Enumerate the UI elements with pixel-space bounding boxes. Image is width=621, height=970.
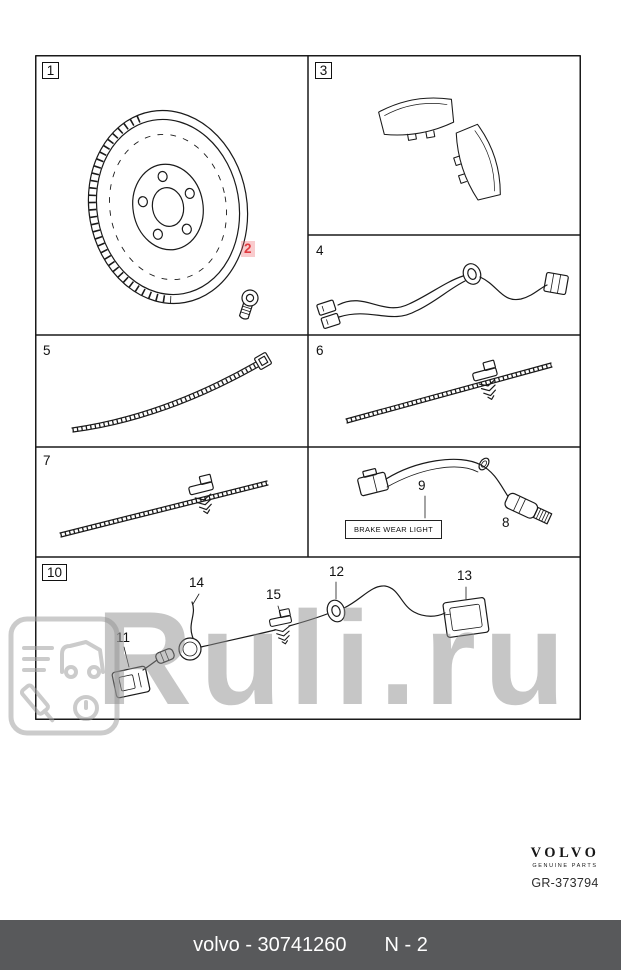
callout-15[interactable]: 15 [266, 587, 282, 602]
cable-tie-drawing [71, 352, 272, 433]
brake-wear-light-label: BRAKE WEAR LIGHT [345, 520, 442, 539]
volvo-logo: VOLVO [530, 845, 600, 861]
callout-11[interactable]: 11 [116, 630, 131, 645]
callout-1[interactable]: 1 [42, 62, 59, 79]
callout-8[interactable]: 8 [502, 515, 510, 530]
mounting-bolt-drawing [238, 289, 259, 320]
callout-10[interactable]: 10 [42, 564, 67, 581]
callout-3[interactable]: 3 [315, 62, 332, 79]
callout-7[interactable]: 7 [43, 453, 51, 468]
brake-pads-drawing [377, 92, 507, 206]
callout-13[interactable]: 13 [457, 568, 473, 583]
brand-block: VOLVO GENUINE PARTS GR-373794 [525, 845, 605, 890]
sensor-harness-drawing [316, 263, 569, 330]
callout-14[interactable]: 14 [189, 575, 205, 590]
tie-clip-drawing-6 [345, 359, 553, 424]
abs-harness-drawing [111, 581, 490, 699]
footer-page-number: N - 2 [384, 933, 428, 956]
tie-clip-drawing-7 [59, 473, 269, 538]
drawing-reference: GR-373794 [531, 876, 599, 890]
footer-part-number: volvo - 30741260 [193, 933, 347, 956]
callout-6[interactable]: 6 [316, 343, 324, 358]
volvo-logo-subtitle: GENUINE PARTS [532, 863, 598, 869]
callout-9[interactable]: 9 [418, 478, 426, 493]
callout-5[interactable]: 5 [43, 343, 51, 358]
parts-diagram: 1 2 3 4 5 6 7 8 9 10 11 12 13 14 15 BRAK… [35, 55, 581, 720]
wear-sensor-drawing [357, 457, 553, 525]
brake-disc-drawing [87, 109, 249, 305]
callout-4[interactable]: 4 [316, 243, 324, 258]
callout-12[interactable]: 12 [329, 564, 345, 579]
callout-2-highlighted[interactable]: 2 [241, 241, 255, 257]
footer-bar: volvo - 30741260 N - 2 [0, 920, 621, 970]
parts-diagram-canvas [35, 55, 581, 720]
panel-grid [35, 55, 581, 720]
